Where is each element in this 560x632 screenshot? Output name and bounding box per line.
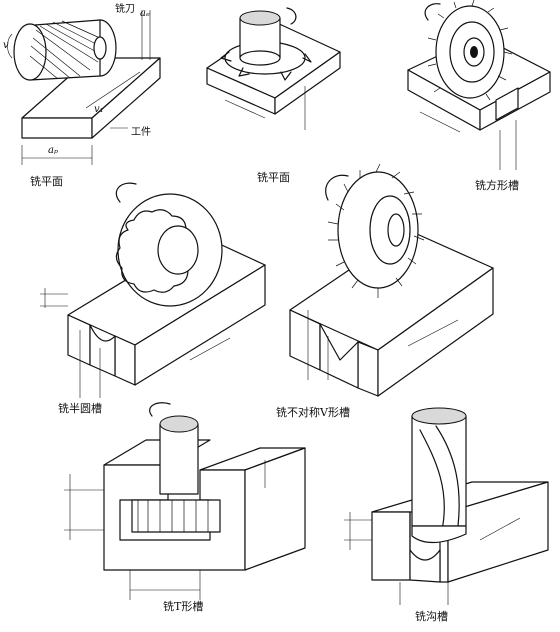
panel-asymmetric-v-slot: 铣不对称V形槽 [276,170,508,420]
panel-square-slot: 铣方形槽 [400,0,560,195]
caption-square-slot: 铣方形槽 [475,179,519,192]
t-slot-drawing [60,400,310,628]
caption-face-milling-cylindrical: 铣平面 [30,175,63,188]
panel-semicircular-slot: 铣半圆槽 [40,170,275,420]
label-v: v [3,40,9,51]
cylindrical-cutter-drawing [0,0,170,195]
caption-t-slot: 铣T形槽 [163,600,204,613]
panel-face-milling-end: 铣平面 [195,0,355,190]
caption-asymmetric-v-slot: 铣不对称V形槽 [276,406,350,419]
panel-groove: 铣沟槽 [340,400,560,628]
panel-t-slot: 铣T形槽 [60,400,310,628]
caption-groove: 铣沟槽 [415,610,448,623]
label-v1: v₁ [94,104,104,115]
caption-semicircular-slot: 铣半圆槽 [58,402,102,415]
square-slot-drawing [400,0,560,195]
label-workpiece: 工件 [131,127,151,138]
caption-face-milling-end: 铣平面 [257,171,290,184]
end-mill-drawing [195,0,355,190]
label-ae: aₑ [140,8,150,19]
groove-drawing [340,400,560,628]
asymmetric-v-slot-drawing [278,170,508,420]
semicircular-slot-drawing [40,170,275,420]
panel-face-milling-cylindrical: v 铣刀 aₑ v₁ 工件 aₚ 铣平面 [0,0,170,195]
label-cutter: 铣刀 [115,4,135,15]
label-ap: aₚ [48,145,58,156]
